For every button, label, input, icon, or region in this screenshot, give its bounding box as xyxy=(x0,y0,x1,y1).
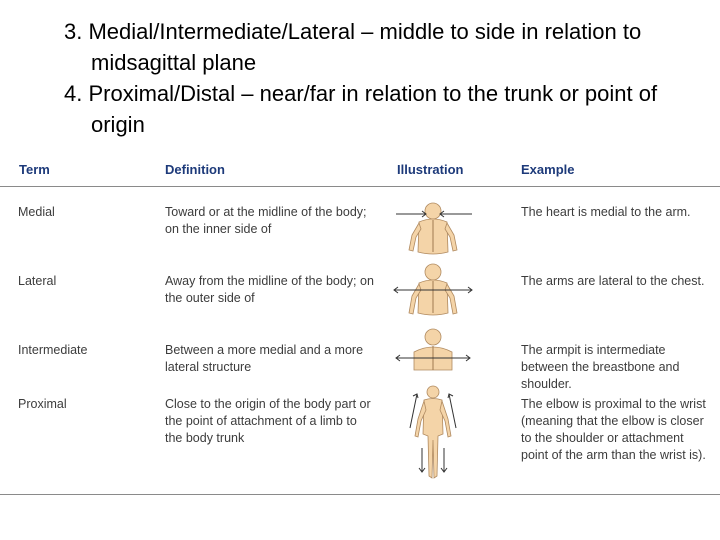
row-example: The arms are lateral to the chest. xyxy=(521,274,705,288)
row-term: Medial xyxy=(18,205,55,219)
directional-terms-table: Term Definition Illustration Example Med… xyxy=(0,156,720,496)
full-body-figure-icon xyxy=(409,385,457,479)
row-definition: Close to the origin of the body part or … xyxy=(165,397,371,445)
row-term: Lateral xyxy=(18,274,57,288)
row-example: The heart is medial to the arm. xyxy=(521,205,691,219)
row-term: Intermediate xyxy=(18,343,88,357)
header-example: Example xyxy=(521,162,575,177)
table-header: Term Definition Illustration Example xyxy=(0,156,720,187)
row-example: The elbow is proximal to the wrist (mean… xyxy=(521,397,706,462)
row-term: Proximal xyxy=(18,397,67,411)
row-definition: Between a more medial and a more lateral… xyxy=(165,343,364,374)
row-definition: Toward or at the midline of the body; on… xyxy=(165,205,367,236)
bullet-item-medial-lateral: 3. Medial/Intermediate/Lateral – middle … xyxy=(64,19,642,75)
torso-back-figure-icon xyxy=(393,263,473,316)
table-bottom-rule xyxy=(0,494,720,495)
upper-torso-figure-icon xyxy=(395,328,471,371)
bullet-list: 3. Medial/Intermediate/Lateral – middle … xyxy=(64,16,704,140)
torso-back-figure-icon xyxy=(396,202,472,255)
header-definition: Definition xyxy=(165,162,225,177)
row-example: The armpit is intermediate between the b… xyxy=(521,343,680,391)
header-illustration: Illustration xyxy=(397,162,464,177)
header-term: Term xyxy=(19,162,50,177)
row-definition: Away from the midline of the body; on th… xyxy=(165,274,374,305)
bullet-item-proximal-distal: 4. Proximal/Distal – near/far in relatio… xyxy=(64,81,658,137)
